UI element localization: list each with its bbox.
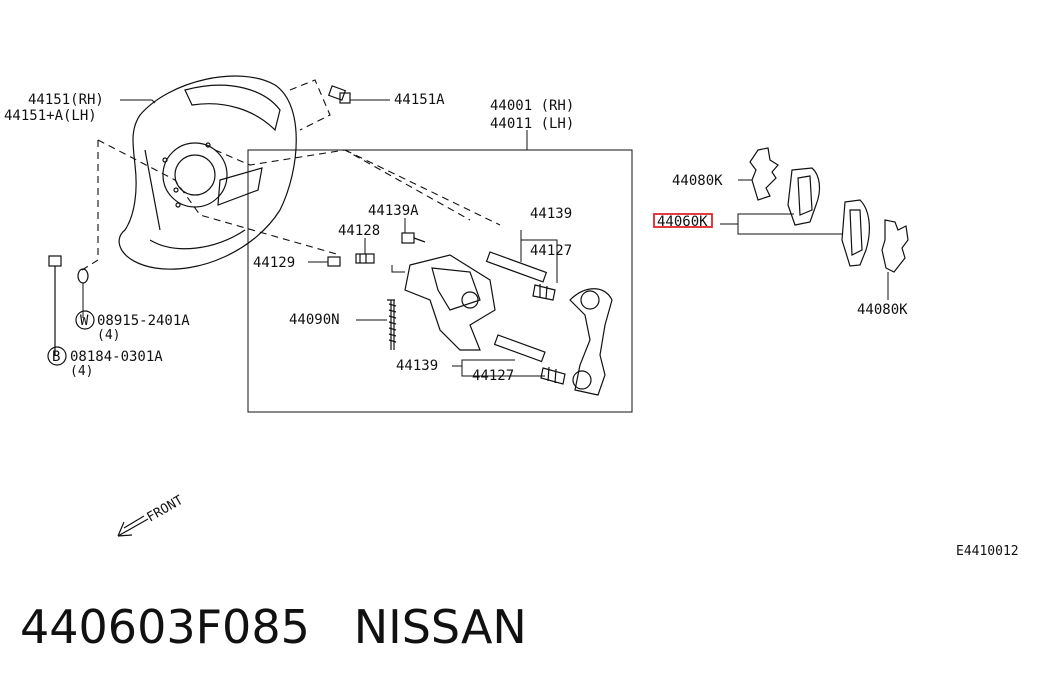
label-44127-top: 44127: [530, 243, 572, 259]
diagram-code: E4410012: [956, 544, 1019, 559]
label-08184: 08184-0301A: [70, 349, 163, 365]
bleeder-screw: [355, 253, 375, 264]
shim-bottom: [881, 219, 909, 273]
bolt-08184: [48, 255, 89, 355]
label-44151-lh: 44151+A(LH): [4, 108, 97, 124]
washer-marker: [75, 310, 95, 330]
backing-plate: [118, 75, 297, 270]
brake-pad-1: [787, 167, 821, 226]
washer-marker-letter: W: [80, 313, 89, 329]
label-44128: 44128: [338, 223, 380, 239]
label-08915: 08915-2401A: [97, 313, 190, 329]
label-44001: 44001 (RH): [490, 98, 574, 114]
footer: 440603F085 NISSAN: [20, 600, 527, 654]
label-08915-qty: (4): [97, 328, 120, 343]
plug: [327, 256, 341, 267]
boot-top: [532, 284, 556, 301]
front-arrow-icon: [117, 515, 149, 537]
label-44080k-top: 44080K: [672, 173, 723, 189]
label-44151-rh: 44151(RH): [28, 92, 104, 108]
bolt-44151a: [327, 85, 351, 104]
shim-top: [749, 147, 779, 201]
label-44090n: 44090N: [289, 312, 340, 328]
bleeder-cap: [401, 232, 426, 244]
caliper-assembly-box: [247, 149, 633, 413]
label-front: FRONT: [145, 493, 187, 526]
label-44139a: 44139A: [368, 203, 419, 219]
brake-pad-2: [841, 199, 870, 267]
spring-44090n: [387, 299, 397, 350]
part-number: 440603F085: [20, 600, 310, 654]
guide-pin-bottom: [493, 334, 546, 363]
label-44127-bottom: 44127: [472, 368, 514, 384]
label-44139-top: 44139: [530, 206, 572, 222]
label-08184-qty: (4): [70, 364, 93, 379]
label-44151a: 44151A: [394, 92, 445, 108]
label-44139-bottom: 44139: [396, 358, 438, 374]
label-44060k: 44060K: [657, 214, 708, 230]
brand: NISSAN: [353, 600, 527, 654]
label-44011: 44011 (LH): [490, 116, 574, 132]
guide-pin-top: [485, 251, 548, 283]
bolt-marker: [47, 346, 67, 366]
highlight-box: [653, 213, 713, 228]
bolt-marker-letter: B: [52, 349, 60, 365]
boot-bottom: [540, 366, 566, 385]
label-44080k-bottom: 44080K: [857, 302, 908, 318]
caliper-body: [404, 254, 496, 351]
label-44129: 44129: [253, 255, 295, 271]
caliper-bracket: [569, 288, 613, 396]
